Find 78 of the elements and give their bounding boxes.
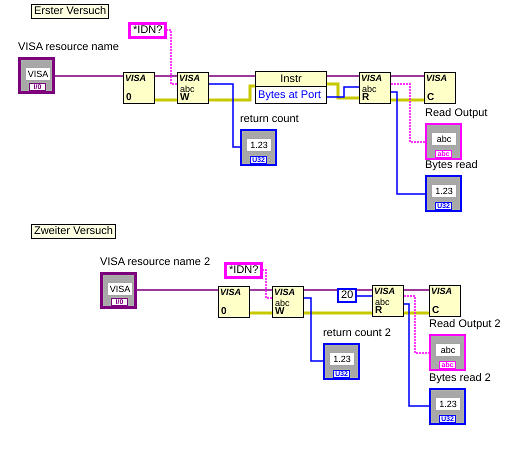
wire [304,312,372,314]
property-node [255,71,327,104]
wire [155,98,177,102]
block-caption: VISA [220,287,242,297]
wire [137,289,218,291]
function-block [359,72,391,104]
property-class: Instr [256,72,326,87]
comment-label: Zweiter Versuch [31,224,116,239]
block-caption: VISA [431,286,452,296]
wire [262,269,272,299]
terminal-label: Bytes read [425,159,478,172]
value-display: abc [432,133,456,145]
block-caption: VISA [374,286,396,296]
block-letter: W [275,306,284,317]
terminal-label: Bytes read 2 [429,372,491,385]
constant-box: 20 [337,288,358,303]
block-caption: abc [180,84,195,94]
value-display: VISA [108,283,132,295]
wire [209,84,255,102]
wire [356,295,372,297]
value-display: VISA [26,68,50,80]
constant-box: *IDN? [128,22,168,39]
block-caption: VISA [426,73,448,83]
wire [304,297,323,362]
value-display: 1.23 [432,185,456,197]
property-name: Bytes at Port [258,89,321,102]
comment-label: Erster Versuch [31,4,110,19]
block-caption: abc [375,297,390,307]
wire [391,98,424,102]
terminal-label: VISA resource name 2 [100,256,210,269]
terminal-label: return count 2 [323,327,391,340]
wire [304,289,372,291]
value-display: 1.23 [436,398,460,410]
wire [250,312,272,314]
wire [404,303,429,407]
wire [250,289,272,291]
value-display: 1.23 [330,353,354,365]
wire [404,289,429,291]
block-letter: C [427,92,434,103]
wire [55,75,123,77]
block-letter: 0 [126,92,132,103]
block-caption: VISA [361,73,382,83]
constant-box: *IDN? [224,262,264,279]
block-letter: C [432,305,440,316]
wire [404,312,429,314]
wire [209,75,255,77]
terminal-label: Read Output [425,107,488,120]
terminal-label: return count [240,113,299,126]
terminal-label: VISA resource name [18,41,119,54]
wire [391,75,424,77]
wire [155,75,177,77]
block-caption: abc [362,84,377,94]
block-letter: 0 [221,306,227,317]
function-block [424,72,456,104]
block-letter: R [375,305,382,316]
function-block [429,285,461,317]
function-block [218,286,250,318]
block-caption: VISA [274,287,296,297]
function-block [372,285,404,317]
block-caption: abc [275,298,290,308]
function-block [177,72,209,104]
wire [404,295,429,354]
wire [391,83,425,143]
value-display: 1.23 [247,139,271,151]
wire [391,91,425,195]
function-block [272,286,304,318]
wire [327,86,359,98]
wire [209,83,240,148]
function-block [123,72,155,104]
block-letter: R [362,92,370,103]
block-caption: VISA [125,73,146,83]
wire [327,75,359,77]
wire [166,29,177,85]
wire [327,82,359,100]
value-display: abc [436,344,460,356]
block-caption: VISA [179,73,200,83]
terminal-label: Read Output 2 [429,318,501,331]
block-letter: W [180,92,190,103]
